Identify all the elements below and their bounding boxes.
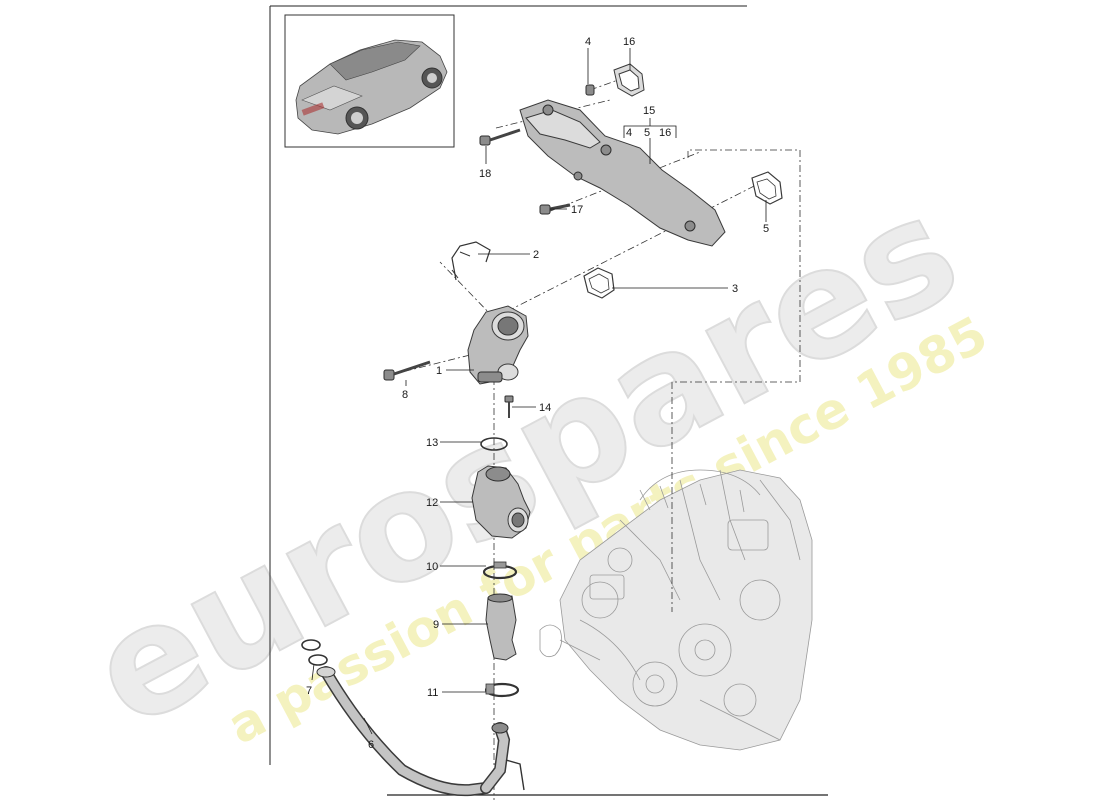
part-5-gasket[interactable] bbox=[751, 171, 783, 205]
part-12-thermostat[interactable] bbox=[471, 465, 531, 539]
callout-15-kit-item-4: 4 bbox=[626, 127, 632, 139]
callout-2[interactable]: 2 bbox=[533, 249, 539, 261]
car-icon bbox=[295, 39, 448, 135]
callout-9[interactable]: 9 bbox=[433, 619, 439, 631]
part-18-bolt[interactable] bbox=[479, 128, 521, 146]
callout-15[interactable]: 15 bbox=[643, 105, 655, 117]
guide-line bbox=[495, 99, 611, 129]
part-4-stud[interactable] bbox=[585, 84, 595, 96]
part-15-coolant-pipe-bracket[interactable] bbox=[519, 99, 726, 247]
part-3-gasket[interactable] bbox=[583, 267, 615, 299]
engine-illustration bbox=[539, 469, 813, 751]
guide-line bbox=[389, 354, 471, 376]
callout-6[interactable]: 6 bbox=[368, 739, 374, 751]
part-2-wire-clip[interactable] bbox=[451, 241, 491, 281]
leader-lines bbox=[311, 48, 767, 735]
callout-1[interactable]: 1 bbox=[436, 365, 442, 377]
guide-line bbox=[493, 177, 771, 319]
callout-8[interactable]: 8 bbox=[402, 389, 408, 401]
callout-5[interactable]: 5 bbox=[763, 223, 769, 235]
parts bbox=[301, 63, 783, 797]
callout-16[interactable]: 16 bbox=[623, 36, 635, 48]
watermark-brand: eurospares bbox=[65, 163, 984, 762]
part-16-gasket[interactable] bbox=[613, 63, 645, 97]
callout-10[interactable]: 10 bbox=[426, 561, 438, 573]
guide-line bbox=[439, 261, 495, 319]
part-8-bolt[interactable] bbox=[383, 360, 431, 381]
callout-17[interactable]: 17 bbox=[571, 204, 583, 216]
watermark: eurospares a passion for parts since 198… bbox=[64, 162, 997, 763]
callout-4[interactable]: 4 bbox=[585, 36, 591, 48]
callout-3[interactable]: 3 bbox=[732, 283, 738, 295]
part-7-o-rings[interactable] bbox=[301, 639, 328, 666]
part-10-hose-clamp[interactable] bbox=[482, 561, 518, 580]
guide-line bbox=[671, 149, 801, 612]
callout-18[interactable]: 18 bbox=[479, 168, 491, 180]
callout-14[interactable]: 14 bbox=[539, 402, 551, 414]
part-14-screw[interactable] bbox=[504, 395, 514, 418]
part-9-hose[interactable] bbox=[485, 593, 517, 661]
callout-7[interactable]: 7 bbox=[306, 685, 312, 697]
callout-11[interactable]: 11 bbox=[427, 687, 438, 699]
part-11-hose-clamp[interactable] bbox=[484, 682, 520, 698]
callout-labels: 4 16 15 4 5 16 18 17 5 2 3 1 8 14 13 12 … bbox=[306, 36, 769, 751]
part-6-coolant-pipe[interactable] bbox=[316, 666, 525, 797]
callout-13[interactable]: 13 bbox=[426, 437, 438, 449]
callout-12[interactable]: 12 bbox=[426, 497, 438, 509]
callout-15-kit-item-5: 5 bbox=[644, 127, 650, 139]
part-1-thermostat-housing[interactable] bbox=[467, 305, 529, 385]
callout-15-kit-item-16: 16 bbox=[659, 127, 671, 139]
part-17-bolt[interactable] bbox=[539, 203, 571, 215]
part-13-o-ring[interactable] bbox=[480, 437, 508, 451]
vehicle-thumbnail bbox=[284, 14, 455, 148]
